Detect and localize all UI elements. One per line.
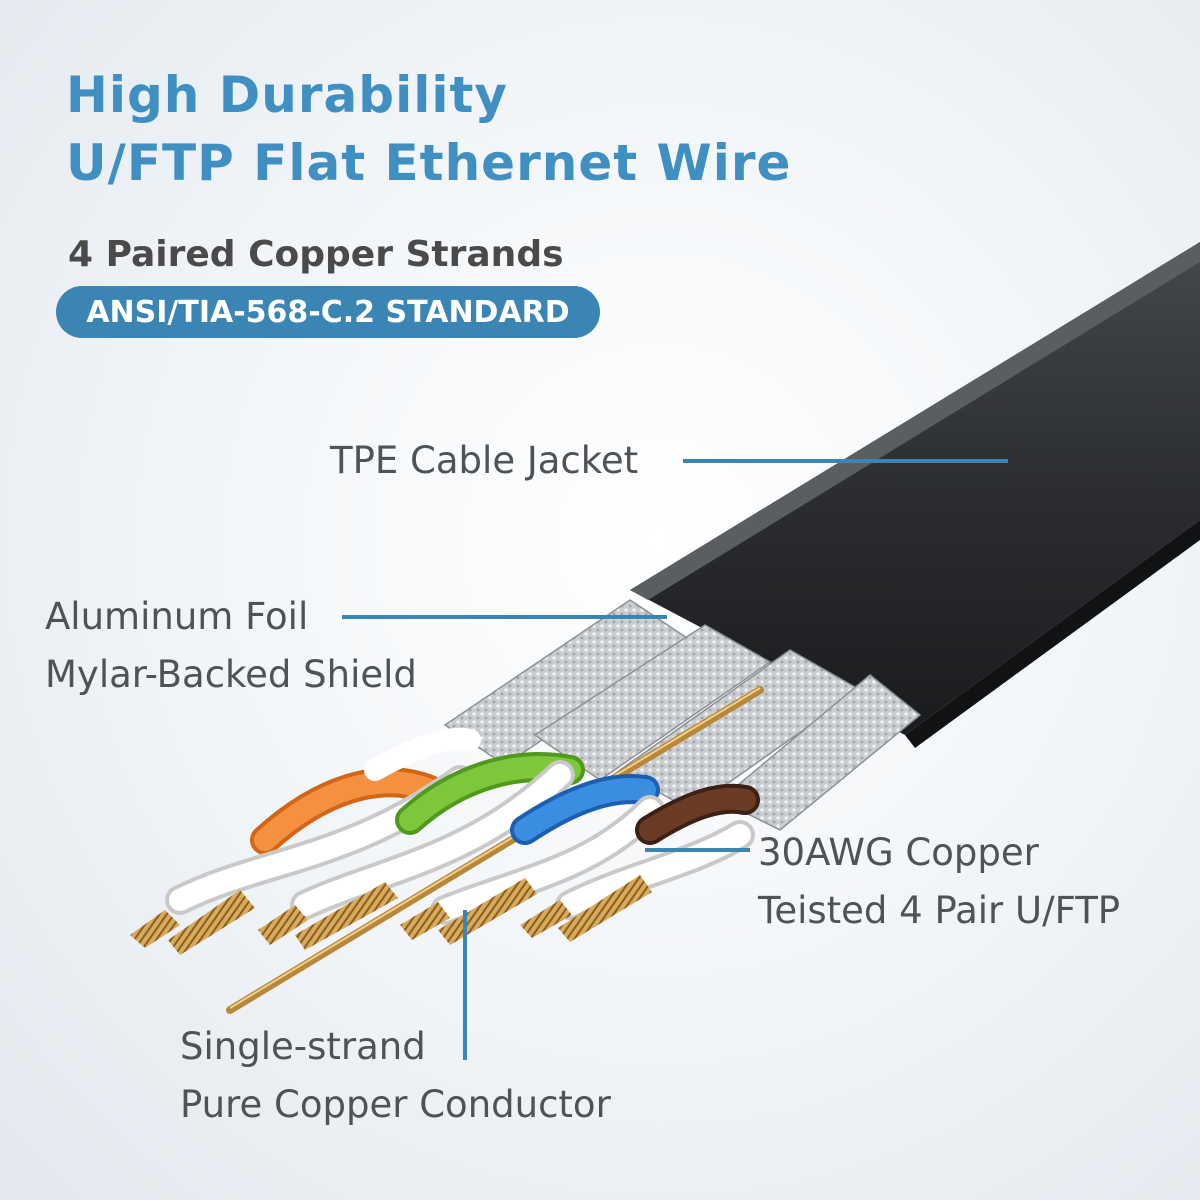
- foil-callout: Aluminum Foil Mylar-Backed Shield: [45, 588, 417, 704]
- pair-brown: [555, 783, 760, 920]
- page-title-line1: High Durability: [66, 66, 508, 124]
- copper-label-line1: 30AWG Copper: [758, 831, 1039, 874]
- single-strand-conductor: [226, 686, 764, 1014]
- copper-label-line2: Teisted 4 Pair U/FTP: [758, 889, 1121, 932]
- foil-shields: [443, 599, 922, 831]
- subtitle: 4 Paired Copper Strands: [68, 234, 564, 275]
- pair-green: [290, 752, 585, 920]
- foil-label-line1: Aluminum Foil: [45, 595, 309, 638]
- conductor-label-line1: Single-strand: [180, 1025, 426, 1068]
- conductor-leader-line: [463, 910, 467, 1060]
- copper-tips: [130, 875, 652, 955]
- foil-leader-line: [342, 615, 667, 619]
- copper-callout: 30AWG Copper Teisted 4 Pair U/FTP: [758, 824, 1120, 940]
- jacket-callout: TPE Cable Jacket: [330, 432, 638, 490]
- copper-leader-line: [645, 848, 750, 852]
- pair-blue: [430, 774, 665, 925]
- jacket-leader-line: [683, 459, 1008, 463]
- conductor-callout: Single-strand Pure Copper Conductor: [180, 1018, 611, 1134]
- conductor-label-line2: Pure Copper Conductor: [180, 1083, 611, 1126]
- jacket-label: TPE Cable Jacket: [330, 439, 639, 482]
- page-title-line2: U/FTP Flat Ethernet Wire: [66, 134, 792, 192]
- foil-label-line2: Mylar-Backed Shield: [45, 653, 417, 696]
- tpe-jacket: [630, 242, 1200, 748]
- standard-badge: ANSI/TIA-568-C.2 STANDARD: [56, 286, 600, 338]
